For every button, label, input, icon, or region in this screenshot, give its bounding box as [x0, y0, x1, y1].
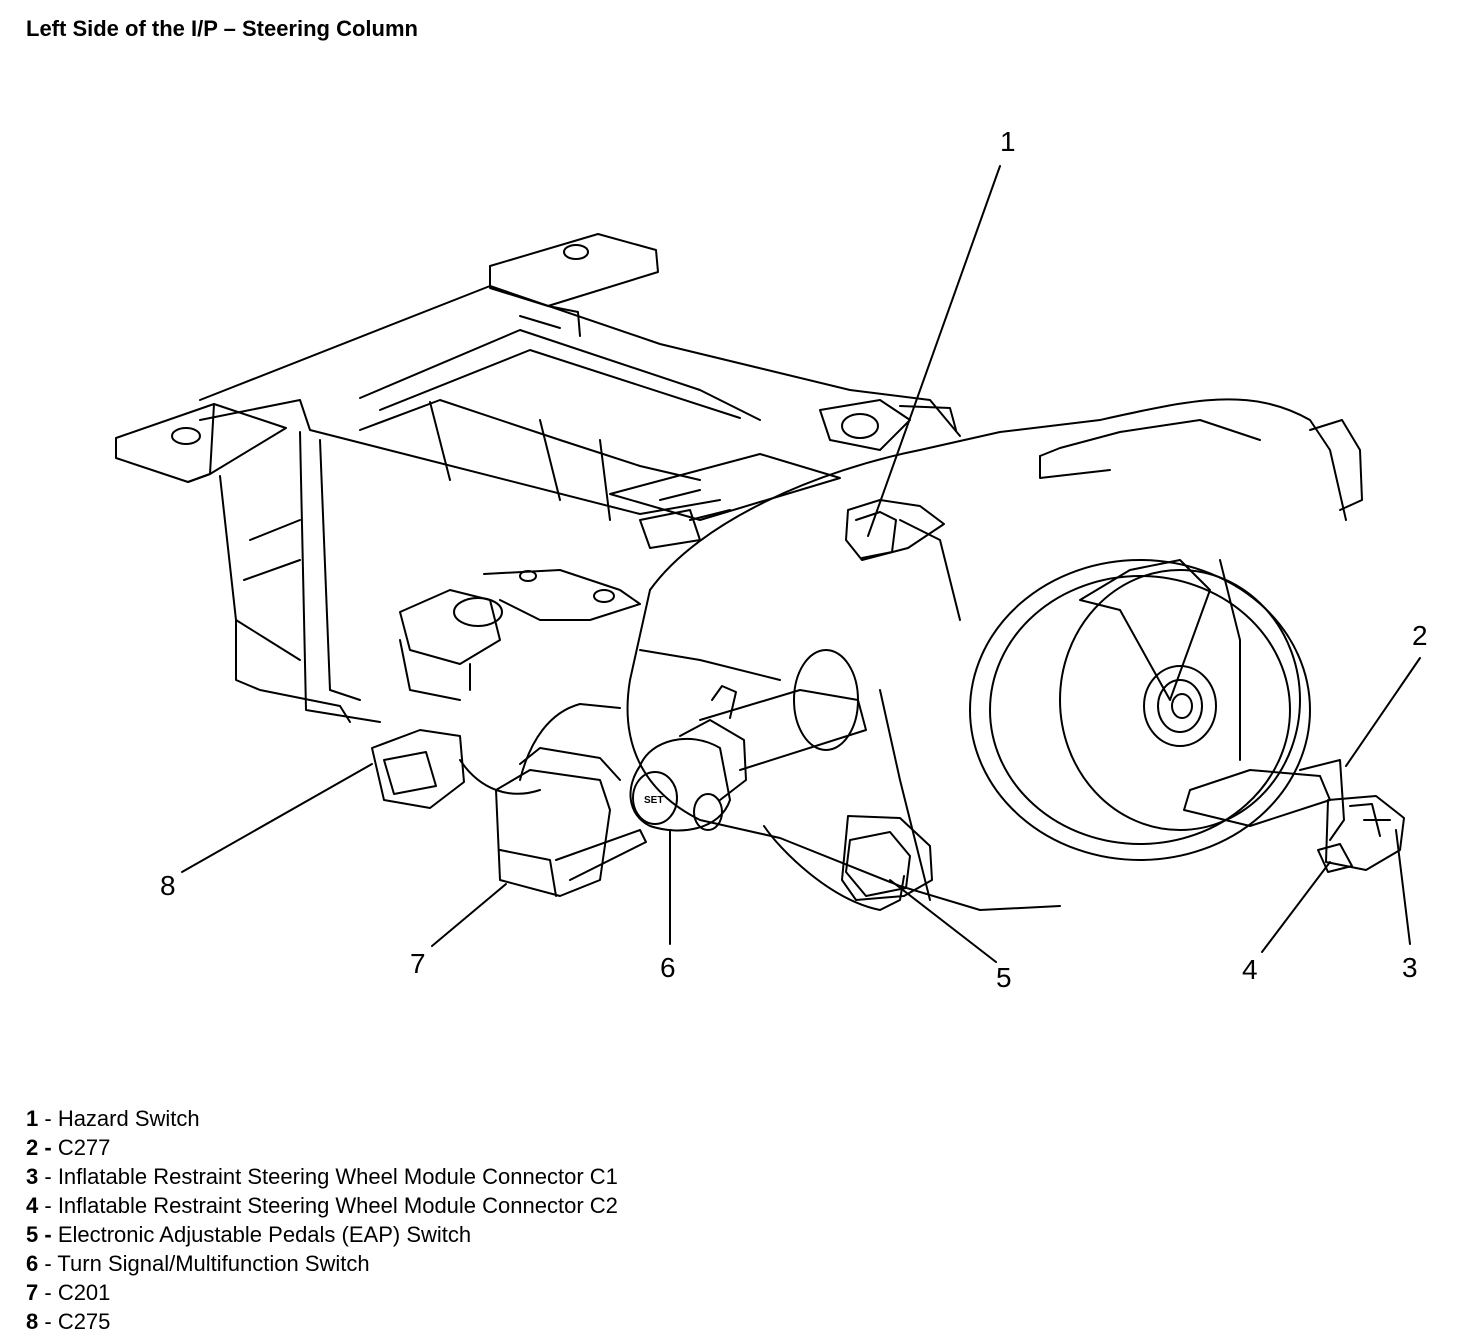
leader-line-1	[867, 165, 1001, 537]
callout-4: 4	[1242, 954, 1258, 985]
legend-label: C277	[57, 1135, 111, 1160]
legend-label: C201	[57, 1280, 111, 1305]
legend-label: Inflatable Restraint Steering Wheel Modu…	[57, 1164, 618, 1189]
legend-number: 2 -	[26, 1135, 52, 1160]
leader-line-7	[431, 883, 507, 947]
eap-switch	[763, 815, 933, 911]
legend-separator: -	[38, 1309, 58, 1334]
legend-separator: -	[38, 1193, 58, 1218]
tilt-bracket	[399, 569, 641, 701]
support-frame	[199, 285, 961, 723]
upper-mounting-bracket	[489, 233, 659, 337]
steering-rotor	[969, 559, 1311, 861]
callout-7: 7	[410, 948, 426, 979]
legend-separator: -	[38, 1106, 58, 1131]
legend-label: C275	[57, 1309, 111, 1334]
legend-item-5: 5 - Electronic Adjustable Pedals (EAP) S…	[26, 1220, 618, 1249]
legend-separator: -	[38, 1164, 58, 1189]
callout-8: 8	[160, 870, 176, 901]
c275-connector	[371, 703, 621, 809]
callout-5: 5	[996, 962, 1012, 993]
legend-item-6: 6 - Turn Signal/Multifunction Switch	[26, 1249, 618, 1278]
legend-number: 3	[26, 1164, 39, 1189]
c277-connector	[1183, 759, 1405, 873]
legend-item-3: 3 - Inflatable Restraint Steering Wheel …	[26, 1162, 618, 1191]
leader-line-2	[1345, 657, 1421, 767]
legend-number: 4	[26, 1193, 39, 1218]
legend-item-2: 2 - C277	[26, 1133, 618, 1162]
legend-number: 5 -	[26, 1222, 52, 1247]
lever-set-text: SET	[644, 795, 663, 806]
callout-6: 6	[660, 952, 676, 983]
turn-signal-lever	[629, 649, 867, 832]
leader-line-8	[181, 763, 373, 873]
leader-lines	[181, 165, 1421, 963]
legend-label: Electronic Adjustable Pedals (EAP) Switc…	[57, 1222, 472, 1247]
leader-line-4	[1261, 861, 1331, 953]
legend-label: Turn Signal/Multifunction Switch	[57, 1251, 370, 1276]
legend-item-4: 4 - Inflatable Restraint Steering Wheel …	[26, 1191, 618, 1220]
legend-number: 7	[26, 1280, 39, 1305]
left-mounting-bracket	[115, 403, 287, 483]
legend-label: Inflatable Restraint Steering Wheel Modu…	[57, 1193, 618, 1218]
hazard-switch	[845, 499, 945, 561]
callout-3: 3	[1402, 952, 1418, 983]
c201-connector	[495, 747, 647, 897]
legend-number: 6	[26, 1251, 39, 1276]
leader-line-3	[1395, 829, 1411, 945]
legend-separator: -	[38, 1280, 58, 1305]
legend-item-1: 1 - Hazard Switch	[26, 1104, 618, 1133]
diagram-title: Left Side of the I/P – Steering Column	[26, 16, 418, 41]
legend-label: Hazard Switch	[57, 1106, 200, 1131]
column-housing	[626, 398, 1363, 911]
legend-separator: -	[38, 1251, 58, 1276]
legend: 1 - Hazard Switch 2 - C277 3 - Inflatabl…	[26, 1104, 618, 1336]
callout-2: 2	[1412, 620, 1428, 651]
legend-number: 1	[26, 1106, 39, 1131]
callout-1: 1	[1000, 126, 1016, 157]
legend-item-8: 8 - C275	[26, 1307, 618, 1336]
leader-line-5	[889, 879, 997, 963]
legend-number: 8	[26, 1309, 39, 1334]
legend-item-7: 7 - C201	[26, 1278, 618, 1307]
